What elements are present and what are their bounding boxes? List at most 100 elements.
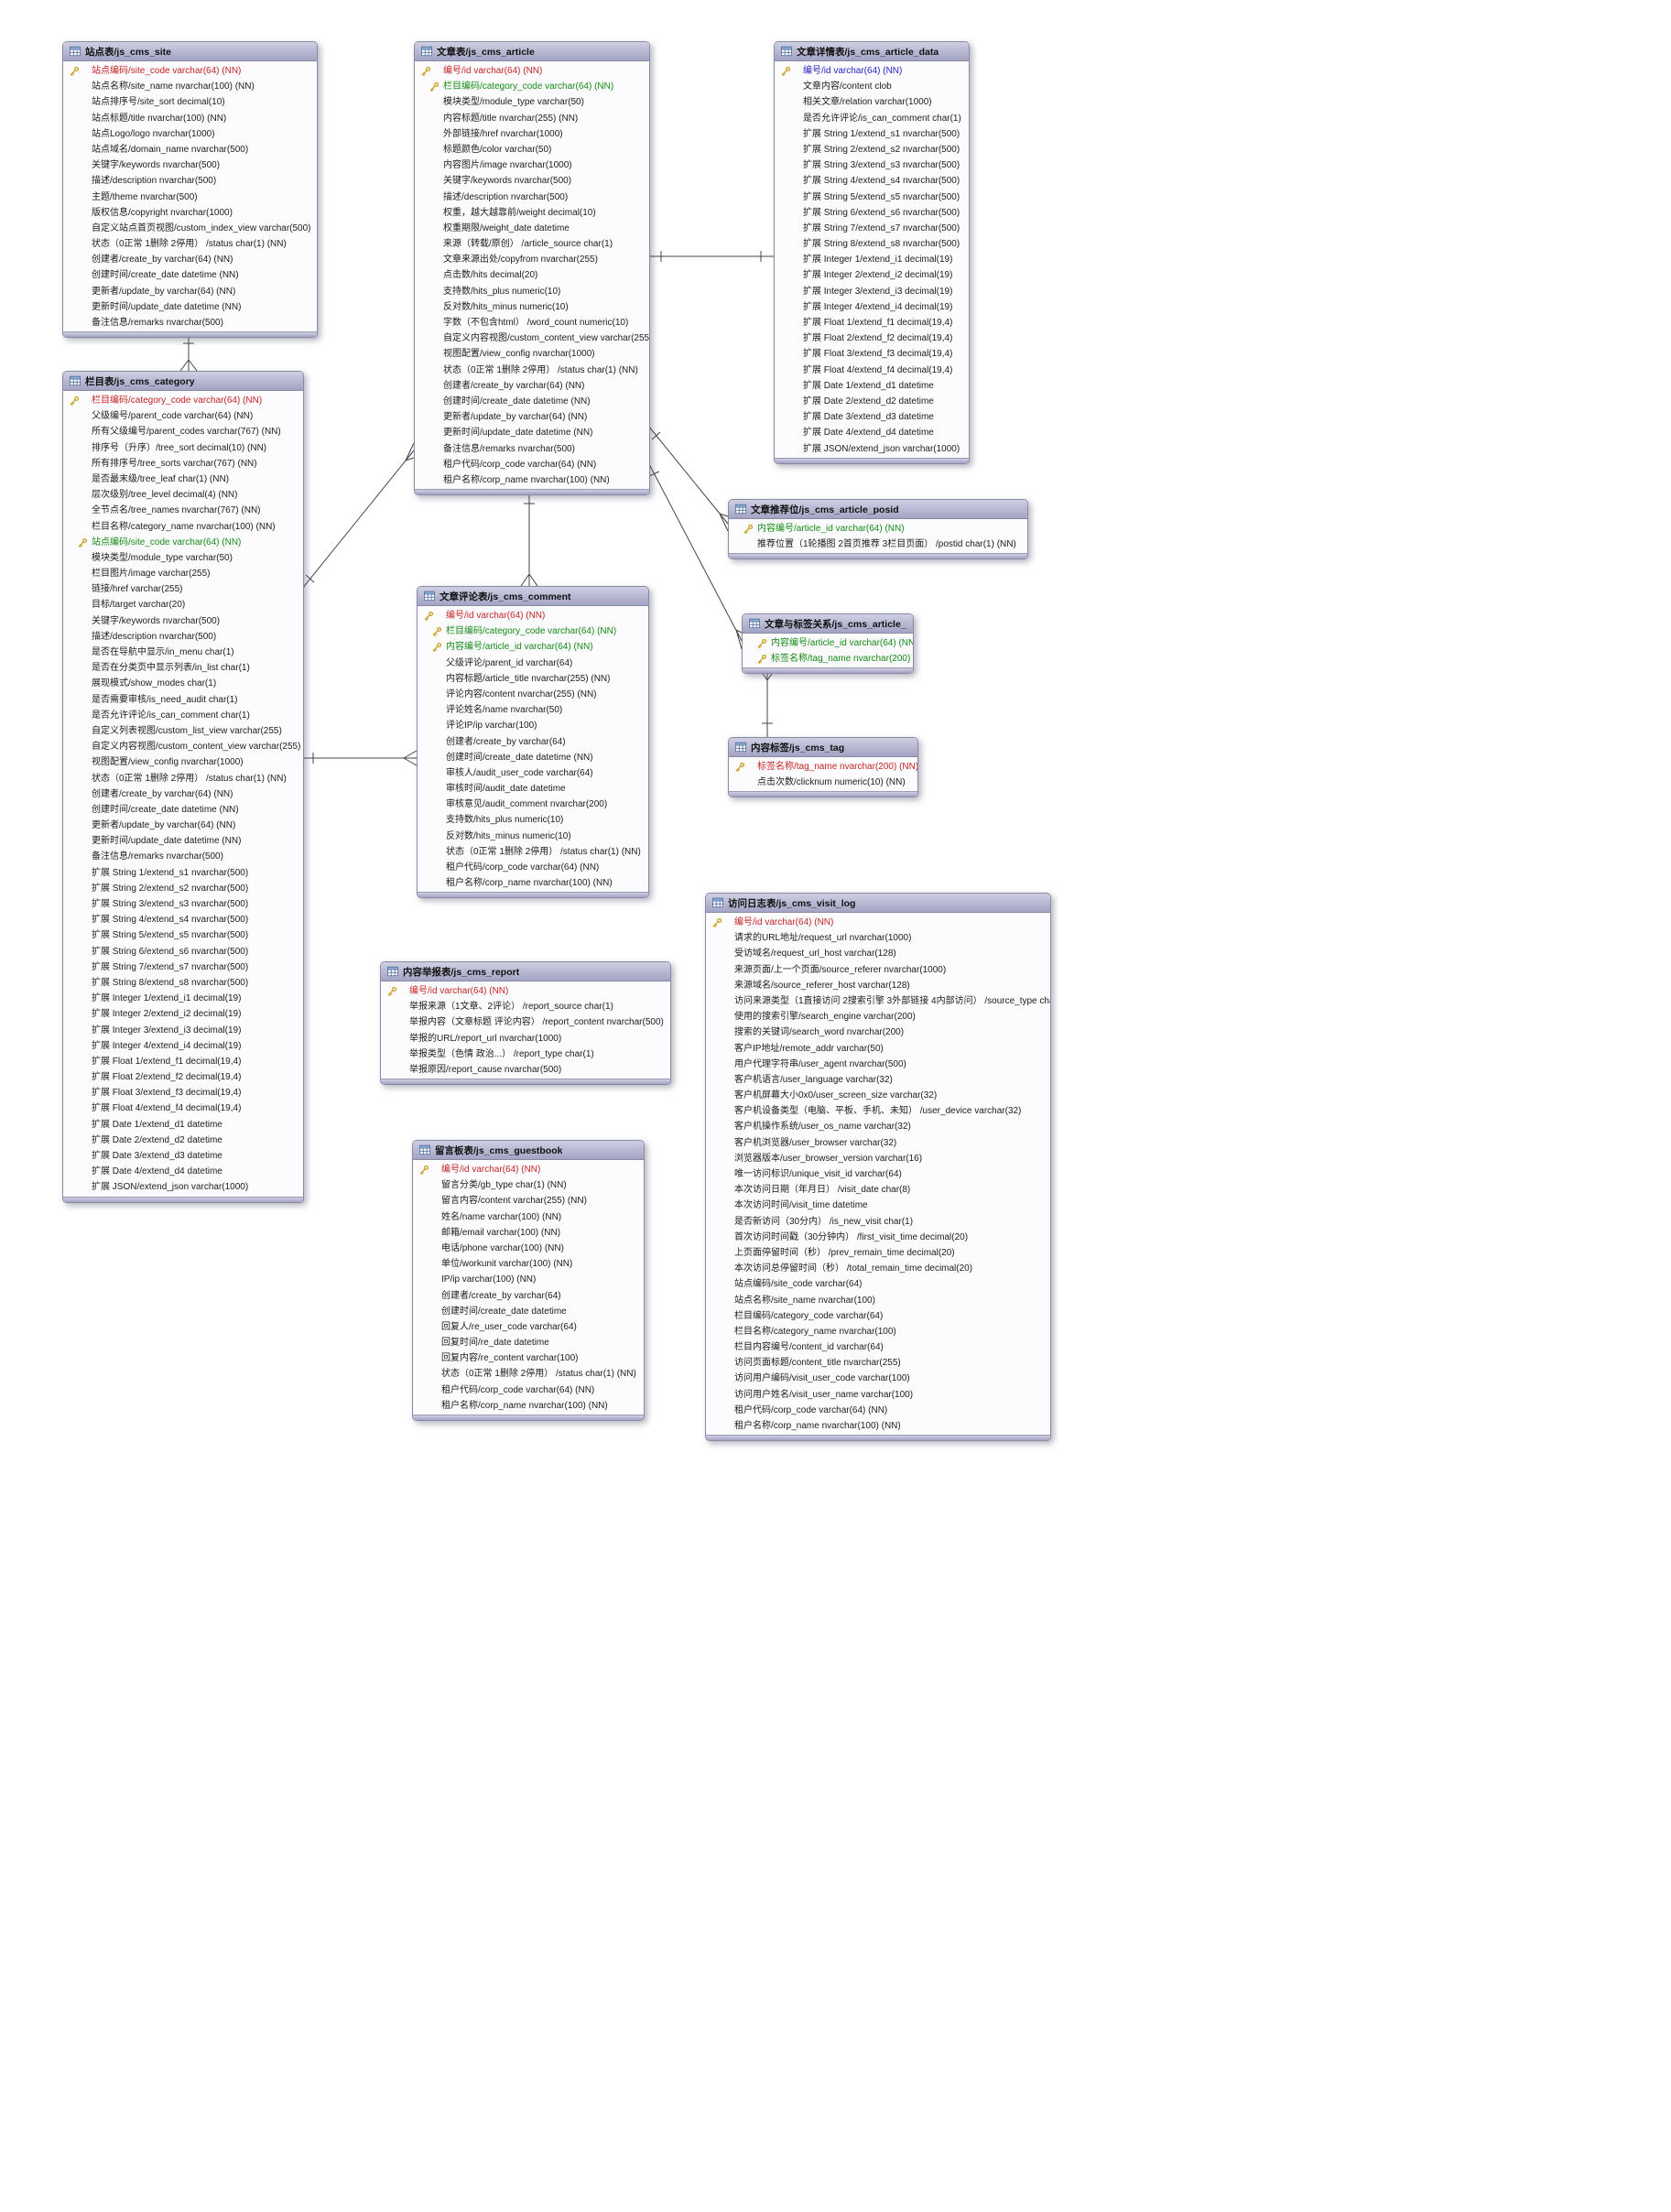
field-text: 上页面停留时间（秒） /prev_remain_time decimal(20) <box>734 1247 955 1258</box>
field-text: 举报类型（色情 政治...） /report_type char(1) <box>409 1048 594 1059</box>
field-row: 扩展 String 1/extend_s1 nvarchar(500) <box>775 126 969 142</box>
field-row: 全节点名/tree_names nvarchar(767) (NN) <box>63 503 303 518</box>
field-text: 举报的URL/report_url nvarchar(1000) <box>409 1033 562 1044</box>
field-row: 创建时间/create_date datetime (NN) <box>418 750 648 765</box>
relation-article-to-posid <box>647 425 729 532</box>
entity-header[interactable]: 文章与标签关系/js_cms_article_tag <box>743 614 913 634</box>
field-text: 关键字/keywords nvarchar(500) <box>92 160 221 171</box>
entity-header[interactable]: 文章表/js_cms_article <box>415 42 649 61</box>
entity-header[interactable]: 站点表/js_cms_site <box>63 42 317 61</box>
field-text: 站点编码/site_code varchar(64) (NN) <box>92 537 242 548</box>
field-text: 扩展 Integer 3/extend_i3 decimal(19) <box>803 286 953 297</box>
field-row: 反对数/hits_minus numeric(10) <box>415 299 649 315</box>
entity-header[interactable]: 留言板表/js_cms_guestbook <box>413 1141 644 1160</box>
entity-js_cms_visit_log[interactable]: 访问日志表/js_cms_visit_log 编号/id varchar(64) … <box>705 893 1051 1442</box>
field-text: 全节点名/tree_names nvarchar(767) (NN) <box>92 505 261 516</box>
entity-js_cms_article_tag[interactable]: 文章与标签关系/js_cms_article_tag 内容编号/article_i… <box>742 613 914 675</box>
entity-header[interactable]: 内容举报表/js_cms_report <box>381 962 670 981</box>
field-row: 更新者/update_by varchar(64) (NN) <box>63 818 303 833</box>
field-row: 扩展 String 4/extend_s4 nvarchar(500) <box>775 173 969 189</box>
field-row: 栏目编码/category_code varchar(64) (NN) <box>418 623 648 639</box>
field-row: 租户名称/corp_name nvarchar(100) (NN) <box>706 1418 1050 1434</box>
foreign-key-icon <box>78 537 88 548</box>
field-text: 是否在分类页中显示列表/in_list char(1) <box>92 663 250 674</box>
field-row: 模块类型/module_type varchar(50) <box>63 550 303 566</box>
field-row: 客户机语言/user_language varchar(32) <box>706 1072 1050 1088</box>
field-text: 模块类型/module_type varchar(50) <box>92 552 233 563</box>
entity-js_cms_tag[interactable]: 内容标签/js_cms_tag 标签名称/tag_name nvarchar(20… <box>728 737 918 798</box>
field-text: 姓名/name varchar(100) (NN) <box>441 1211 562 1222</box>
entity-field-list: 内容编号/article_id varchar(64) (NN)推荐位置（1轮播… <box>729 519 1027 554</box>
field-text: 站点Logo/logo nvarchar(1000) <box>92 128 215 139</box>
field-text: 扩展 Integer 4/extend_i4 decimal(19) <box>92 1040 242 1051</box>
field-row: 扩展 String 8/extend_s8 nvarchar(500) <box>775 236 969 252</box>
entity-header[interactable]: 文章推荐位/js_cms_article_posid <box>729 500 1027 519</box>
field-text: 回复人/re_user_code varchar(64) <box>441 1321 577 1332</box>
field-text: 访问页面标题/content_title nvarchar(255) <box>734 1358 901 1369</box>
field-row: 文章内容/content clob <box>775 79 969 94</box>
field-row: 栏目内容编号/content_id varchar(64) <box>706 1339 1050 1355</box>
field-text: 扩展 Date 4/extend_d4 datetime <box>803 428 934 439</box>
field-text: 扩展 JSON/extend_json varchar(1000) <box>803 443 960 454</box>
entity-title: 留言板表/js_cms_guestbook <box>435 1144 563 1156</box>
field-row: 编号/id varchar(64) (NN) <box>706 915 1050 930</box>
field-row: 权重期限/weight_date datetime <box>415 221 649 236</box>
field-text: 扩展 Date 1/extend_d1 datetime <box>803 380 934 391</box>
field-row: 租户名称/corp_name nvarchar(100) (NN) <box>415 472 649 488</box>
field-row: 审核意见/audit_comment nvarchar(200) <box>418 797 648 812</box>
field-row: 创建者/create_by varchar(64) <box>413 1288 644 1304</box>
field-text: 首次访问时间戳（30分钟内） /first_visit_time decimal… <box>734 1231 969 1242</box>
field-row: 链接/href varchar(255) <box>63 581 303 597</box>
entity-header[interactable]: 内容标签/js_cms_tag <box>729 738 917 757</box>
field-text: 内容编号/article_id varchar(64) (NN) <box>771 638 913 648</box>
relation-category-to-article <box>301 442 415 590</box>
field-text: 更新时间/update_date datetime (NN) <box>92 836 242 847</box>
field-text: 访问用户姓名/visit_user_name varchar(100) <box>734 1389 914 1400</box>
field-row: 请求的URL地址/request_url nvarchar(1000) <box>706 930 1050 946</box>
field-row: 是否允许评论/is_can_comment char(1) <box>63 708 303 723</box>
field-row: 站点名称/site_name nvarchar(100) (NN) <box>63 79 317 94</box>
field-text: 创建时间/create_date datetime (NN) <box>443 396 591 407</box>
field-row: 支持数/hits_plus numeric(10) <box>418 812 648 828</box>
field-row: 标签名称/tag_name nvarchar(200) (NN) <box>729 759 917 775</box>
entity-header[interactable]: 栏目表/js_cms_category <box>63 372 303 391</box>
field-text: 举报来源（1文章、2评论） /report_source char(1) <box>409 1002 613 1013</box>
field-text: 创建者/create_by varchar(64) <box>446 736 566 747</box>
field-row: 站点Logo/logo nvarchar(1000) <box>63 126 317 142</box>
entity-header[interactable]: 文章评论表/js_cms_comment <box>418 587 648 606</box>
field-row: 相关文章/relation varchar(1000) <box>775 94 969 110</box>
field-text: 扩展 Integer 1/extend_i1 decimal(19) <box>92 993 242 1004</box>
field-row: 目标/target varchar(20) <box>63 597 303 613</box>
field-row: 站点编码/site_code varchar(64) <box>706 1276 1050 1292</box>
field-row: 栏目名称/category_name nvarchar(100) <box>706 1324 1050 1339</box>
entity-header[interactable]: 文章详情表/js_cms_article_data <box>775 42 969 61</box>
field-text: 推荐位置（1轮播图 2首页推荐 3栏目页面） /postid char(1) (… <box>757 539 1016 550</box>
entity-field-list: 编号/id varchar(64) (NN)栏目编码/category_code… <box>418 606 648 893</box>
field-row: 本次访问时间/visit_time datetime <box>706 1198 1050 1213</box>
field-row: 点击次数/clicknum numeric(10) (NN) <box>729 775 917 790</box>
field-row: 反对数/hits_minus numeric(10) <box>418 829 648 844</box>
field-row: 栏目名称/category_name nvarchar(100) (NN) <box>63 519 303 535</box>
field-text: 扩展 String 7/extend_s7 nvarchar(500) <box>92 961 249 972</box>
field-row: 租户名称/corp_name nvarchar(100) (NN) <box>413 1398 644 1414</box>
field-text: 扩展 Float 1/extend_f1 decimal(19,4) <box>92 1056 242 1067</box>
field-row: 来源域名/source_referer_host varchar(128) <box>706 978 1050 993</box>
field-text: 扩展 Integer 2/extend_i2 decimal(19) <box>803 270 953 281</box>
entity-title: 内容标签/js_cms_tag <box>751 742 845 754</box>
field-row: 扩展 String 5/extend_s5 nvarchar(500) <box>63 927 303 943</box>
field-row: IP/ip varchar(100) (NN) <box>413 1272 644 1287</box>
field-row: 排序号（升序）/tree_sort decimal(10) (NN) <box>63 440 303 456</box>
field-row: 唯一访问标识/unique_visit_id varchar(64) <box>706 1166 1050 1182</box>
field-text: 扩展 Date 3/extend_d3 datetime <box>803 412 934 423</box>
entity-header[interactable]: 访问日志表/js_cms_visit_log <box>706 894 1050 913</box>
field-row: 创建者/create_by varchar(64) <box>418 734 648 750</box>
field-row: 状态（0正常 1删除 2停用） /status char(1) (NN) <box>413 1366 644 1382</box>
